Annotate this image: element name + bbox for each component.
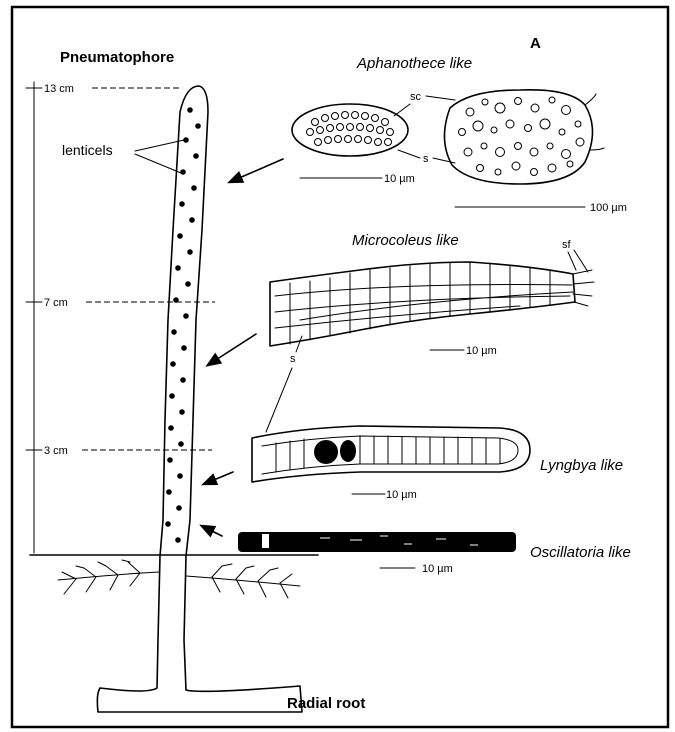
- figure-frame: [12, 7, 668, 727]
- aphanothece-sc-leader-2: [426, 96, 455, 100]
- microcoleus-label: Microcoleus like: [352, 232, 459, 249]
- pneumatophore-stem: [97, 86, 302, 712]
- radial-root-label: Radial root: [287, 695, 365, 712]
- pneumatophore-title: Pneumatophore: [60, 49, 174, 66]
- aphanothece-sc-leader-1: [394, 104, 410, 116]
- lyngbya-scale-10um: 10 µm: [386, 489, 417, 501]
- sheath-s-label: s: [290, 353, 296, 365]
- lenticels-label: lenticels: [62, 142, 113, 158]
- microcoleus-sf-leader-2: [574, 250, 588, 272]
- microcoleus-sf-leader-1: [568, 252, 576, 270]
- aphanothece-label: Aphanothece like: [356, 55, 472, 72]
- aphanothece-scale-10um: 10 µm: [384, 173, 415, 185]
- oscillatoria-scale-10um: 10 µm: [422, 563, 453, 575]
- aphanothece-s-label: s: [423, 153, 429, 165]
- lateral-roots-right: [186, 564, 300, 598]
- microcoleus-arrow: [208, 334, 256, 365]
- height-mark-7cm: 7 cm: [44, 297, 68, 309]
- aphanothece-colony-large: [444, 90, 604, 184]
- height-mark-13cm: 13 cm: [44, 83, 74, 95]
- lyngbya-arrow: [204, 472, 233, 484]
- microcoleus-scale-10um: 10 µm: [466, 345, 497, 357]
- oscillatoria-arrow: [202, 526, 222, 536]
- lateral-roots-left: [58, 560, 160, 594]
- oscillatoria-filament: [238, 532, 516, 552]
- aphanothece-s-leader-1: [398, 150, 420, 158]
- aphanothece-scale-100um: 100 µm: [590, 202, 627, 214]
- lyngbya-label: Lyngbya like: [540, 457, 623, 474]
- sheath-leader-lyngbya: [266, 368, 292, 432]
- microcoleus-filament-bundle: [270, 262, 594, 346]
- aphanothece-sc-label: sc: [410, 91, 422, 103]
- aphanothece-arrow: [230, 159, 283, 182]
- lenticels-leader-1: [135, 140, 184, 151]
- height-mark-3cm: 3 cm: [44, 445, 68, 457]
- sheath-leader-microcoleus: [296, 336, 302, 352]
- microcoleus-sf-label: sf: [562, 239, 572, 251]
- panel-letter: A: [530, 35, 541, 52]
- oscillatoria-label: Oscillatoria like: [530, 544, 631, 561]
- aphanothece-colony-small: [292, 104, 408, 156]
- lenticels-leader-2: [135, 154, 181, 173]
- aphanothece-s-leader-2: [433, 158, 455, 163]
- lyngbya-filament: [252, 426, 530, 482]
